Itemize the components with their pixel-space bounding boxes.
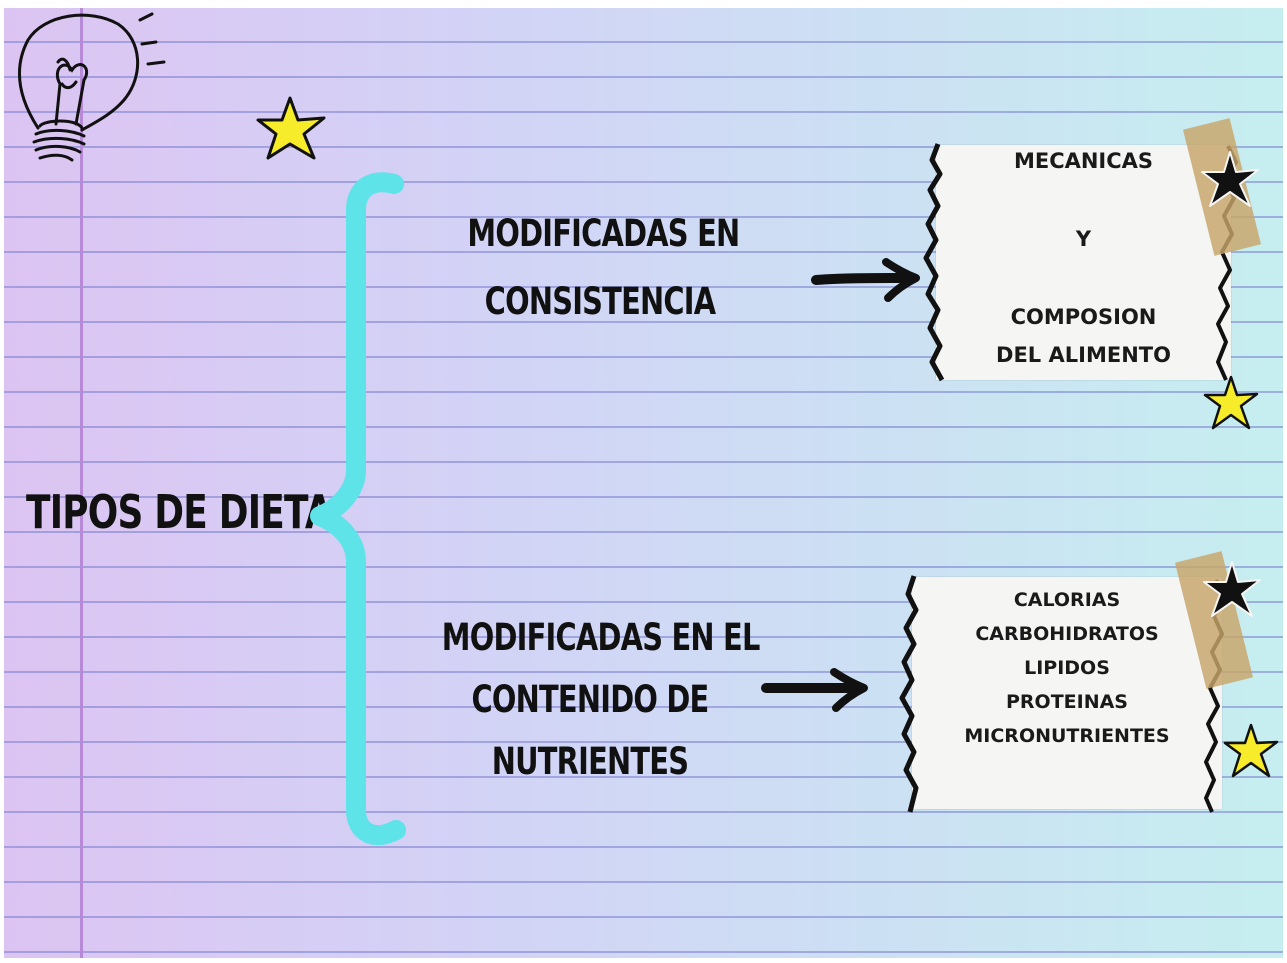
note-line: MICRONUTRIENTES [964,725,1170,747]
branch-label-line: NUTRIENTES [491,740,689,783]
torn-edge [899,575,1226,813]
note-line: MECANICAS [1013,149,1154,173]
branch-label-line: CONSISTENCIA [484,280,716,323]
note-line: LIPIDOS [1024,657,1110,679]
branch-label-line: MODIFICADAS EN [467,212,740,255]
branch-nutrientes: MODIFICADAS EN EL CONTENIDO DE NUTRIENTE… [400,607,780,793]
note-line: COMPOSION [1010,305,1157,329]
yellow-star-icon [256,96,326,160]
root-label: TIPOS DE DIETA [26,485,333,539]
lightbulb-icon [17,12,166,162]
yellow-star-icon [1223,723,1279,778]
arrow-right-icon [811,258,920,302]
note-line: CARBOHIDRATOS [975,623,1159,645]
black-star-icon [1203,561,1261,617]
note-line: PROTEINAS [1005,691,1128,713]
branch-consistencia: MODIFICADAS EN CONSISTENCIA [430,200,770,336]
margin-line [80,8,83,958]
yellow-star-icon [1203,375,1259,430]
arrow-right-icon [761,668,868,712]
note-line: Y [1075,227,1092,251]
branch-label-line: MODIFICADAS EN EL [441,616,761,659]
note-line: DEL ALIMENTO [996,343,1171,367]
note-line: CALORIAS [1013,589,1121,611]
curly-brace [310,172,406,846]
note-card-nutrientes: CALORIAS CARBOHIDRATOS LIPIDOS PROTEINAS… [912,577,1222,809]
note-card-consistencia: MECANICAS Y COMPOSION DEL ALIMENTO [936,145,1231,380]
black-star-icon [1201,151,1259,207]
branch-label-line: CONTENIDO DE [471,678,709,721]
